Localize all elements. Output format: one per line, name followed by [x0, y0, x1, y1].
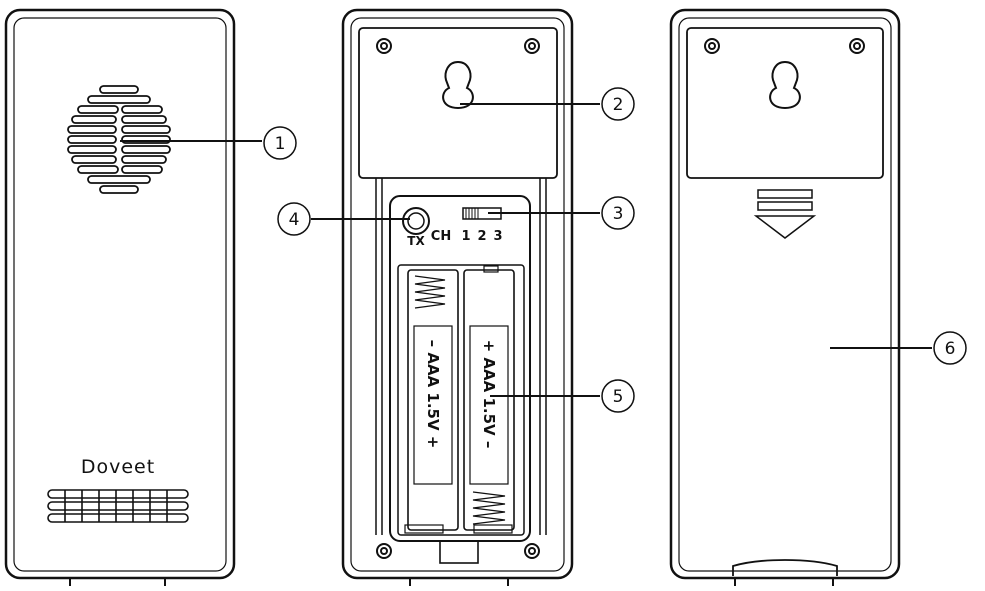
- speaker-grille: [67, 85, 171, 194]
- callout-3-number: 3: [613, 204, 624, 224]
- callout-4-number: 4: [289, 210, 300, 230]
- front-view: [4, 8, 236, 586]
- ch-label: CH: [431, 229, 451, 244]
- callout-2-circle: [601, 87, 635, 121]
- callouts: [120, 87, 967, 413]
- bottom-grille: [47, 489, 189, 523]
- jack-label: TX: [407, 234, 425, 248]
- channel-switch-labels: CH 1 2 3: [431, 229, 503, 244]
- ch-1-label: 1: [461, 229, 470, 244]
- battery-right-label: + AAA 1.5V –: [480, 340, 498, 449]
- ch-2-label: 2: [477, 229, 486, 244]
- callout-5-number: 5: [613, 387, 624, 407]
- callout-3-circle: [601, 196, 635, 230]
- callout-2-number: 2: [613, 95, 624, 115]
- callout-5-circle: [601, 379, 635, 413]
- callout-6-number: 6: [945, 339, 956, 359]
- callout-4-circle: [277, 202, 311, 236]
- brand-logo-text: Doveet: [81, 456, 155, 478]
- battery-left-label: – AAA 1.5V +: [424, 340, 442, 449]
- callout-1-circle: [263, 126, 297, 160]
- back-closed-view: [669, 8, 901, 586]
- back-open-view: [341, 8, 574, 586]
- callout-6-circle: [933, 331, 967, 365]
- callout-1-number: 1: [275, 134, 286, 154]
- ch-3-label: 3: [493, 229, 502, 244]
